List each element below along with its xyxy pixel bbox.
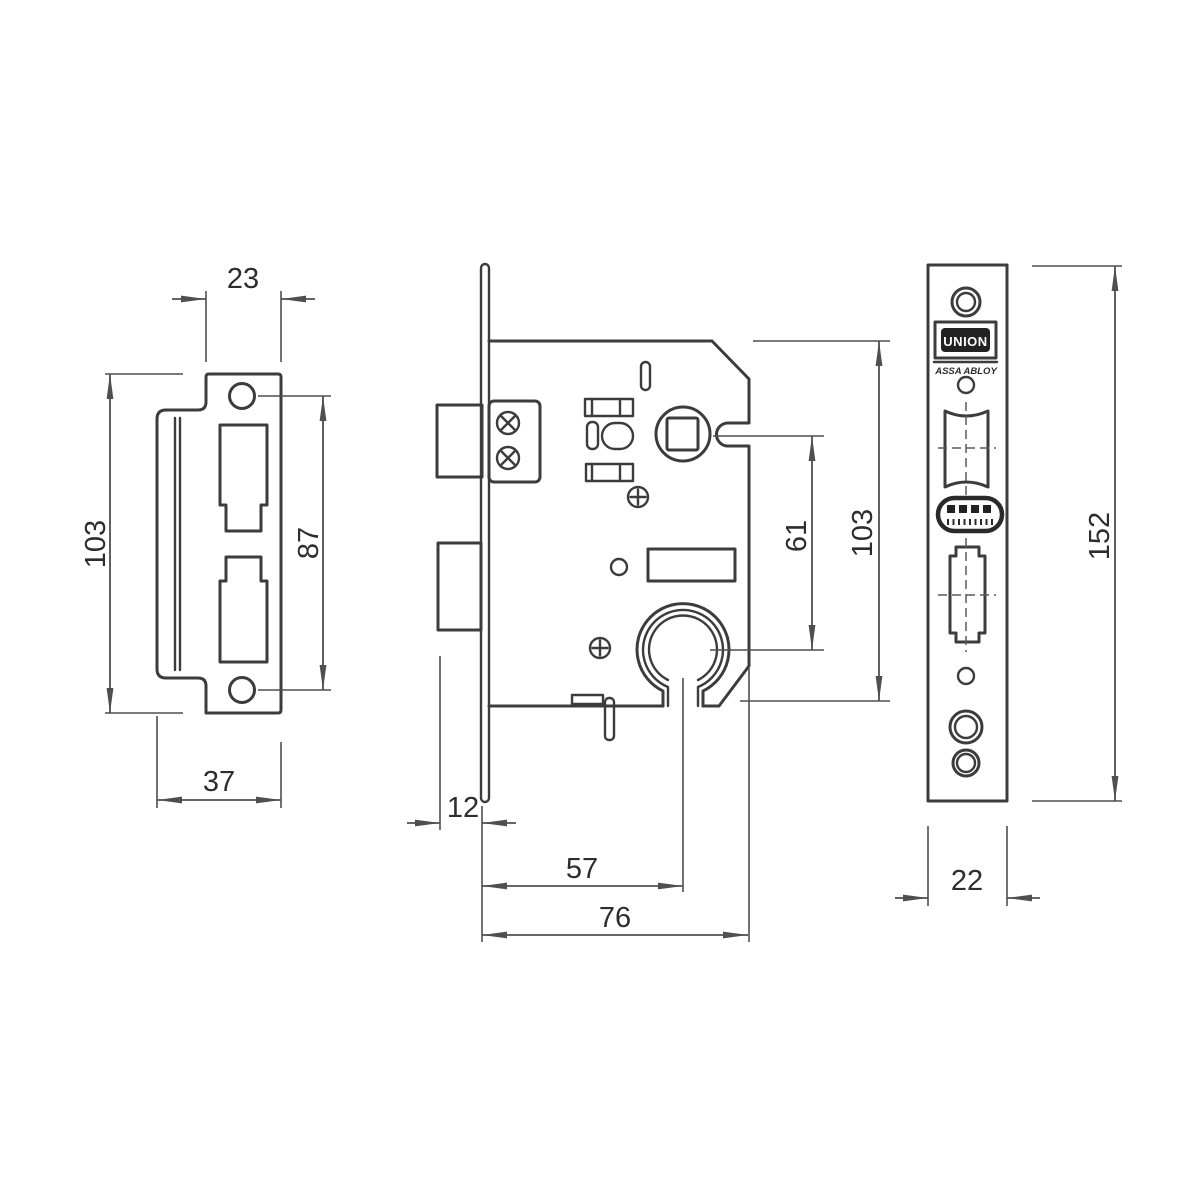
- case-slot-small: [585, 420, 600, 451]
- lock-case-side-view: 61 103 12 57 76: [407, 262, 890, 942]
- follower-square-hole: [665, 416, 700, 452]
- dim-strike-hole-spacing: 87: [293, 527, 325, 559]
- case-slot-vertical-top: [639, 360, 652, 392]
- dim-case-depth: 76: [599, 902, 631, 934]
- forend-cylinder-screw-hole: [948, 709, 984, 745]
- case-slot-upper: [583, 397, 635, 418]
- phillips-screw: [626, 485, 650, 509]
- dim-strike-top-width: 23: [227, 263, 259, 295]
- strike-deadbolt-cutout: [218, 555, 269, 664]
- strike-screw-hole-bottom: [228, 676, 256, 704]
- forend-front-view: UNION ASSA ABLOY: [895, 263, 1122, 906]
- forend-small-hole-upper: [956, 375, 976, 395]
- strike-latch-cutout: [218, 423, 269, 533]
- latch-bolt: [435, 403, 484, 479]
- latch-housing: [487, 399, 542, 484]
- phillips-screw: [495, 445, 521, 471]
- case-slot-oval: [600, 421, 635, 451]
- dim-backset: 57: [566, 853, 598, 885]
- dim-strike-height: 103: [80, 520, 112, 568]
- euro-cylinder-cutout: [635, 602, 731, 708]
- certification-badge: [935, 495, 1005, 534]
- phillips-screw: [495, 410, 521, 436]
- lock-case-outline: [487, 339, 751, 708]
- phillips-screw: [588, 636, 612, 660]
- retaining-plate: [570, 693, 605, 706]
- assa-abloy-text: ASSA ABLOY: [934, 366, 998, 377]
- union-logo-text: UNION: [943, 334, 987, 349]
- forend-strip: [479, 262, 491, 804]
- forend-deadbolt-cutout: [938, 538, 996, 652]
- dim-forend-height: 152: [1084, 512, 1116, 560]
- strike-plate-outline: [155, 372, 283, 715]
- strike-screw-hole-top: [228, 382, 256, 410]
- case-pivot-hole: [609, 557, 629, 577]
- forend-screw-hole-bottom: [951, 748, 981, 778]
- forend-screw-hole-top-inner: [955, 291, 977, 313]
- forend-plate-outline: [926, 263, 1009, 803]
- dim-forend-width: 22: [951, 865, 983, 897]
- dim-front-offset: 12: [447, 792, 479, 824]
- dim-strike-bottom-width: 37: [203, 766, 235, 798]
- follower-boss: [654, 405, 712, 463]
- case-slot-lower: [584, 462, 635, 483]
- fixing-pin: [603, 696, 616, 742]
- strike-plate-view: 23 103 87 37: [80, 263, 331, 808]
- dim-case-height: 103: [847, 509, 879, 557]
- forend-small-hole-lower: [956, 666, 976, 686]
- forend-screw-hole-top: [950, 286, 982, 318]
- union-logo: UNION ASSA ABLOY: [932, 320, 998, 377]
- deadbolt-slot: [646, 547, 737, 583]
- deadbolt: [436, 541, 483, 632]
- forend-latch-cutout: [938, 402, 996, 496]
- dim-follower-to-cylinder: 61: [781, 520, 813, 552]
